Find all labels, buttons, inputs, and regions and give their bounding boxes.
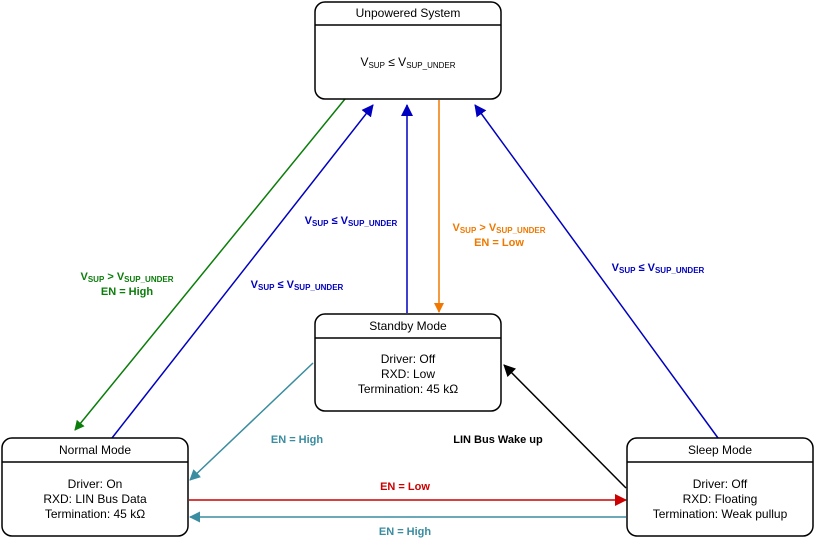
arrow-unpowered-to-normal [74, 98, 346, 431]
label-sleep-to-normal: EN = High [379, 526, 432, 538]
node-line: RXD: Floating [683, 492, 758, 506]
label-blue-normal-unpowered: VSUP ≤ VSUP_UNDER [251, 279, 344, 292]
node-line: Termination: 45 kΩ [45, 507, 145, 521]
node-condition: VSUP ≤ VSUP_UNDER [360, 55, 455, 70]
node-title: Standby Mode [369, 319, 447, 333]
arrow-standby-to-normal [189, 362, 314, 481]
node-line: Driver: Off [381, 352, 436, 366]
arrow-normal-to-unpowered [111, 104, 374, 439]
svg-text:VSUP ≤ VSUP_UNDER: VSUP ≤ VSUP_UNDER [305, 215, 398, 228]
node-title: Unpowered System [356, 6, 461, 20]
svg-text:VSUP > VSUP_UNDER: VSUP > VSUP_UNDER [80, 271, 173, 284]
node-line: Driver: On [68, 477, 123, 491]
svg-text:EN = Low: EN = Low [474, 237, 524, 249]
node-title: Normal Mode [59, 443, 131, 457]
node-title: Sleep Mode [688, 443, 752, 457]
label-standby-to-normal: EN = High [271, 434, 324, 446]
node-sleep-mode: Sleep Mode Driver: Off RXD: Floating Ter… [626, 437, 814, 537]
svg-text:VSUP > VSUP_UNDER: VSUP > VSUP_UNDER [452, 222, 545, 235]
svg-text:VSUP ≤ VSUP_UNDER: VSUP ≤ VSUP_UNDER [612, 262, 705, 275]
label-blue-sleep-unpowered: VSUP ≤ VSUP_UNDER [612, 262, 705, 275]
node-standby-mode: Standby Mode Driver: Off RXD: Low Termin… [314, 313, 502, 412]
node-line: Termination: Weak pullup [653, 507, 788, 521]
label-orange-condition: VSUP > VSUP_UNDER EN = Low [452, 222, 545, 249]
label-green-condition: VSUP > VSUP_UNDER EN = High [80, 271, 173, 298]
node-line: RXD: LIN Bus Data [43, 492, 147, 506]
node-normal-mode: Normal Mode Driver: On RXD: LIN Bus Data… [1, 437, 189, 537]
label-blue-standby-unpowered: VSUP ≤ VSUP_UNDER [305, 215, 398, 228]
node-unpowered-system: Unpowered System VSUP ≤ VSUP_UNDER [314, 1, 502, 100]
arrow-sleep-to-standby [503, 364, 627, 489]
svg-text:EN = High: EN = High [101, 286, 154, 298]
svg-text:VSUP ≤ VSUP_UNDER: VSUP ≤ VSUP_UNDER [251, 279, 344, 292]
label-normal-to-sleep: EN = Low [380, 481, 430, 493]
arrow-sleep-to-unpowered [474, 104, 719, 439]
node-line: Driver: Off [693, 477, 748, 491]
node-line: Termination: 45 kΩ [358, 382, 458, 396]
label-lin-bus-wake-up: LIN Bus Wake up [453, 434, 543, 446]
node-line: RXD: Low [381, 367, 435, 381]
